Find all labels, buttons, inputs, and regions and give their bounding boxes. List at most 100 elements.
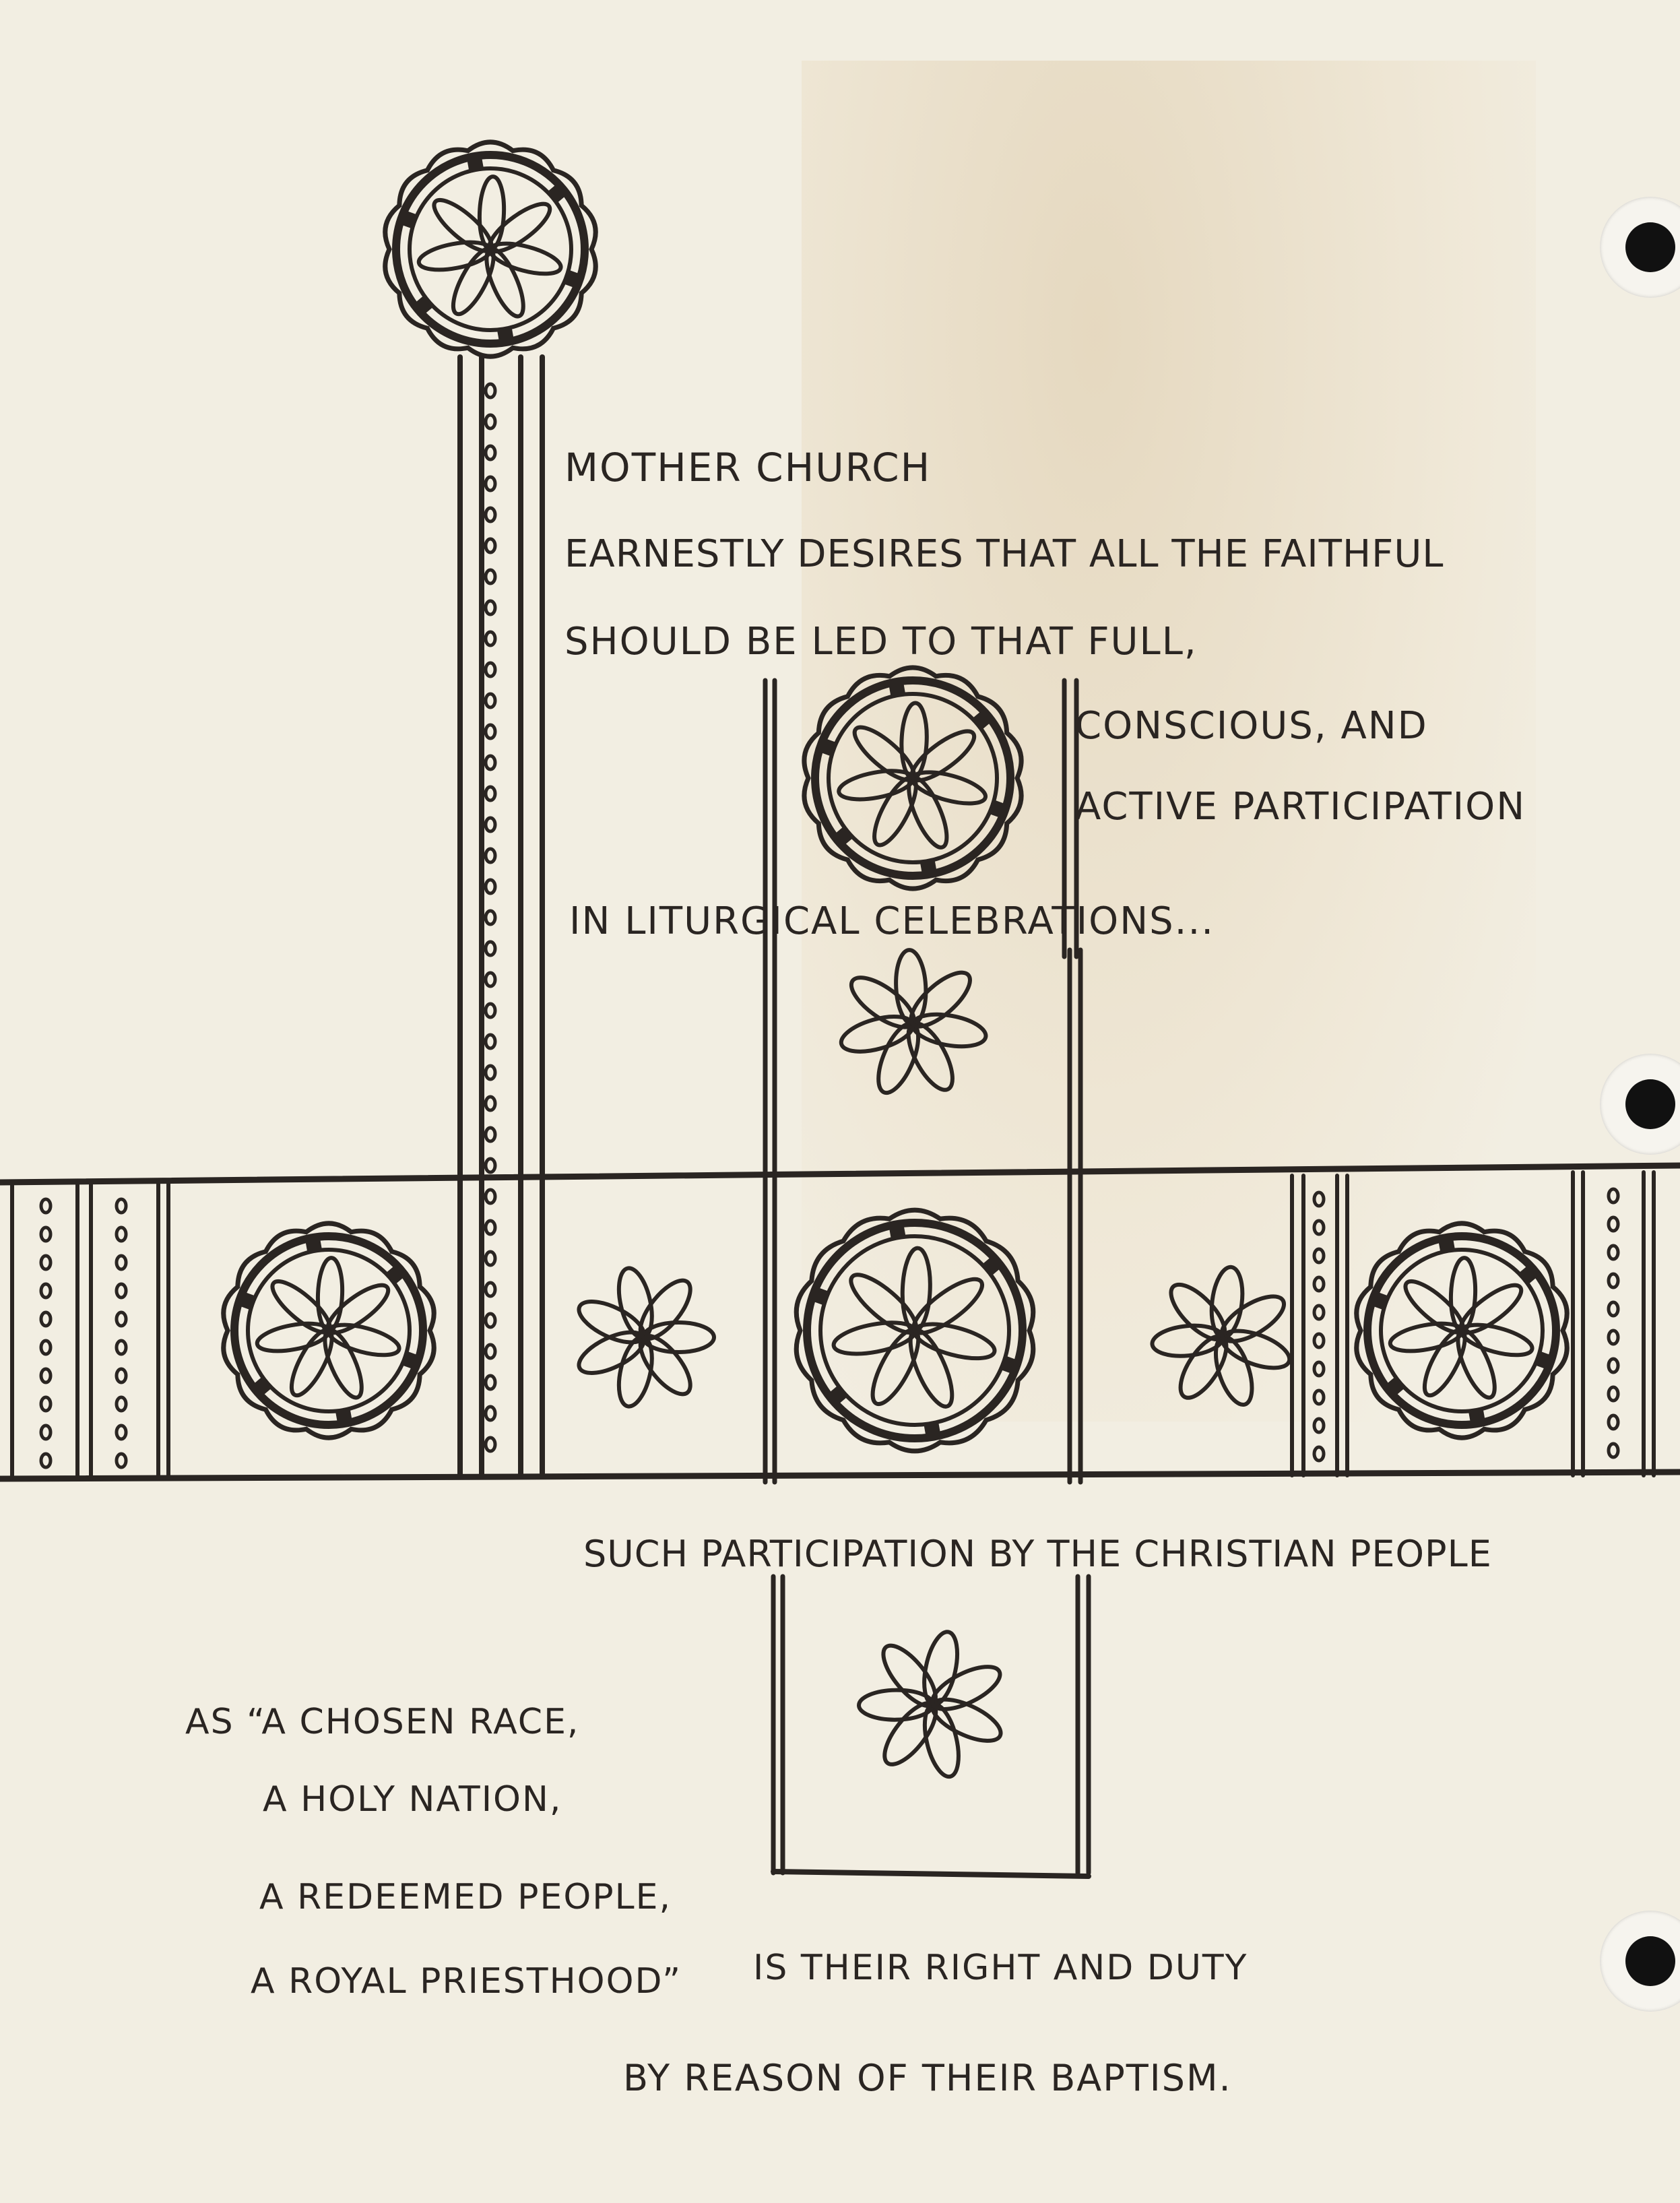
dot-ornament bbox=[484, 444, 497, 461]
dot-ornament bbox=[1607, 1442, 1620, 1459]
petal bbox=[911, 1277, 984, 1335]
wheel-block bbox=[562, 269, 585, 290]
text-line: MOTHER CHURCH bbox=[564, 445, 932, 490]
ink-line bbox=[771, 1869, 1091, 1879]
text-line: A ROYAL PRIESTHOOD” bbox=[251, 1961, 682, 2002]
petal bbox=[577, 1300, 646, 1345]
dot-ornament bbox=[39, 1339, 53, 1356]
dot-ornament bbox=[1312, 1388, 1326, 1406]
dot-ornament bbox=[484, 1002, 497, 1019]
wheel-block bbox=[466, 152, 484, 172]
wheel-flower bbox=[831, 1246, 997, 1409]
text-line: A REDEEMED PEOPLE, bbox=[259, 1877, 672, 1917]
dot-ornament bbox=[484, 382, 497, 400]
dot-ornament bbox=[115, 1452, 128, 1469]
dot-ornament bbox=[39, 1395, 53, 1413]
wheel-inner-ring bbox=[408, 166, 573, 332]
binder-hole bbox=[1600, 197, 1680, 298]
dot-ornament bbox=[484, 971, 497, 988]
dot-ornament bbox=[115, 1254, 128, 1271]
wheel-flower bbox=[416, 174, 563, 319]
dot-ornament bbox=[484, 909, 497, 926]
dot-ornament bbox=[1607, 1272, 1620, 1289]
wheel-block bbox=[808, 1285, 831, 1306]
dot-ornament bbox=[115, 1282, 128, 1300]
dot-ornament bbox=[115, 1367, 128, 1384]
dot-ornament bbox=[1312, 1275, 1326, 1293]
petal bbox=[616, 1335, 654, 1409]
wheel-inner-ring bbox=[1379, 1248, 1545, 1413]
wheel-block bbox=[1534, 1351, 1556, 1371]
wheel-flower bbox=[1388, 1256, 1534, 1400]
dot-ornament bbox=[484, 878, 497, 895]
dot-ornament bbox=[484, 661, 497, 678]
wheel-block bbox=[546, 181, 570, 204]
wheel-block bbox=[831, 825, 854, 849]
wheel-block bbox=[981, 1254, 1004, 1277]
dot-ornament bbox=[1312, 1417, 1326, 1434]
petal bbox=[909, 970, 972, 1029]
wheel-block bbox=[816, 736, 838, 757]
dot-ornament bbox=[484, 1374, 497, 1391]
petal bbox=[325, 1283, 391, 1335]
scalloped-ring bbox=[794, 1207, 1036, 1454]
dot-ornament bbox=[1607, 1244, 1620, 1261]
dot-ornament bbox=[1312, 1360, 1326, 1378]
wheel-block bbox=[249, 1376, 273, 1399]
text-line: A HOLY NATION, bbox=[263, 1779, 562, 1820]
flower-ornament bbox=[839, 948, 988, 1095]
dot-ornament bbox=[484, 599, 497, 616]
wheel-block bbox=[1382, 1376, 1406, 1399]
wheel-block bbox=[971, 707, 995, 731]
text-line: SHOULD BE LED TO THAT FULL, bbox=[564, 620, 1198, 664]
dot-ornament bbox=[1607, 1300, 1620, 1318]
dot-ornament bbox=[484, 1126, 497, 1143]
dot-ornament bbox=[484, 1281, 497, 1298]
dot-ornament bbox=[484, 1095, 497, 1112]
dot-ornament bbox=[1607, 1385, 1620, 1403]
text-line: IN LITURGICAL CELEBRATIONS... bbox=[569, 899, 1215, 943]
wheel-block bbox=[396, 209, 418, 229]
petal bbox=[1209, 1265, 1245, 1340]
petal bbox=[1219, 1294, 1287, 1343]
dot-ornament bbox=[484, 568, 497, 585]
dot-ornament bbox=[484, 1157, 497, 1174]
wheel-block bbox=[825, 1384, 849, 1407]
wheel-block bbox=[919, 858, 938, 879]
wheel-band bbox=[803, 1219, 1027, 1442]
paper-stain bbox=[802, 61, 1536, 1422]
dot-ornament bbox=[484, 475, 497, 492]
dot-ornament bbox=[39, 1452, 53, 1469]
dot-ornament bbox=[484, 630, 497, 647]
dot-ornament bbox=[39, 1367, 53, 1384]
dot-ornament bbox=[115, 1310, 128, 1328]
dot-ornament bbox=[1312, 1247, 1326, 1265]
wheel-band bbox=[230, 1232, 427, 1429]
wheel-block bbox=[335, 1407, 353, 1428]
dot-ornament bbox=[484, 1064, 497, 1081]
dot-ornament bbox=[484, 413, 497, 430]
text-line: CONSCIOUS, AND bbox=[1075, 704, 1428, 748]
scalloped-ring bbox=[221, 1221, 437, 1440]
petal bbox=[837, 769, 915, 802]
binder-hole bbox=[1600, 1054, 1680, 1155]
dot-ornament bbox=[115, 1197, 128, 1215]
wheel-inner-ring bbox=[827, 692, 999, 864]
dot-ornament bbox=[484, 785, 497, 802]
wheel-band bbox=[392, 151, 589, 348]
band-bottom-edge bbox=[0, 1469, 1680, 1482]
petal bbox=[922, 1630, 959, 1707]
dot-ornament bbox=[115, 1424, 128, 1441]
petal bbox=[638, 1278, 692, 1341]
dot-ornament bbox=[484, 940, 497, 957]
text-line: IS THEIR RIGHT AND DUTY bbox=[753, 1948, 1248, 1988]
text-line: BY REASON OF THEIR BAPTISM. bbox=[623, 2057, 1232, 2099]
text-line: AS “A CHOSEN RACE, bbox=[185, 1702, 580, 1742]
dot-ornament bbox=[1607, 1413, 1620, 1431]
wheel-band bbox=[811, 676, 1014, 880]
wheel-block bbox=[888, 678, 906, 698]
dot-ornament bbox=[1607, 1187, 1620, 1205]
wheel-block bbox=[888, 1220, 906, 1241]
scalloped-ring bbox=[1354, 1221, 1570, 1440]
